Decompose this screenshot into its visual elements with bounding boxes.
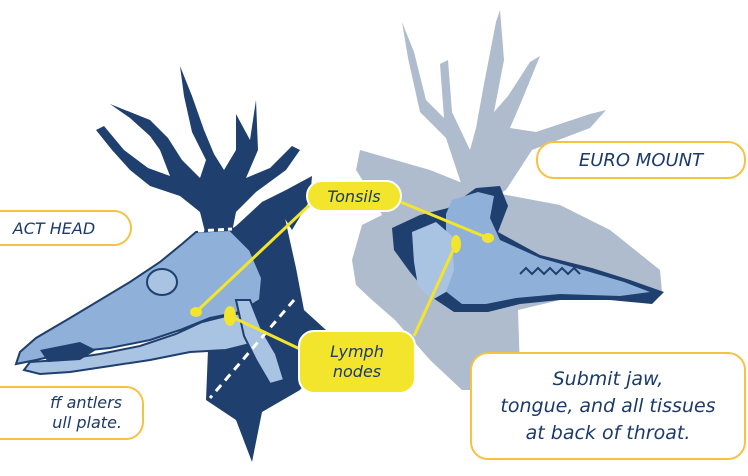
lymph-label-line2: nodes [333,362,381,382]
euro-mount-title: EURO MOUNT [536,141,746,179]
euro-instruction-line1: Submit jaw, [553,366,664,393]
intact-head-title-text: ACT HEAD [13,219,95,238]
euro-instruction-line2: tongue, and all tissues [500,393,715,420]
intact-head-instruction: ff antlers ull plate. [0,386,144,440]
euro-mount-title-text: EURO MOUNT [579,150,703,171]
intact-instruction-line1: ff antlers [50,393,142,413]
intact-instruction-line2: ull plate. [52,413,142,433]
lymph-label-line1: Lymph [330,342,384,362]
intact-head-title: ACT HEAD [0,210,132,246]
euro-instruction-line3: at back of throat. [526,420,691,447]
euro-mount-instruction: Submit jaw, tongue, and all tissues at b… [470,352,746,460]
lymph-nodes-label: Lymph nodes [298,330,416,394]
tonsils-label: Tonsils [306,180,402,212]
tonsils-label-text: Tonsils [327,187,380,206]
eye-socket [147,269,177,295]
